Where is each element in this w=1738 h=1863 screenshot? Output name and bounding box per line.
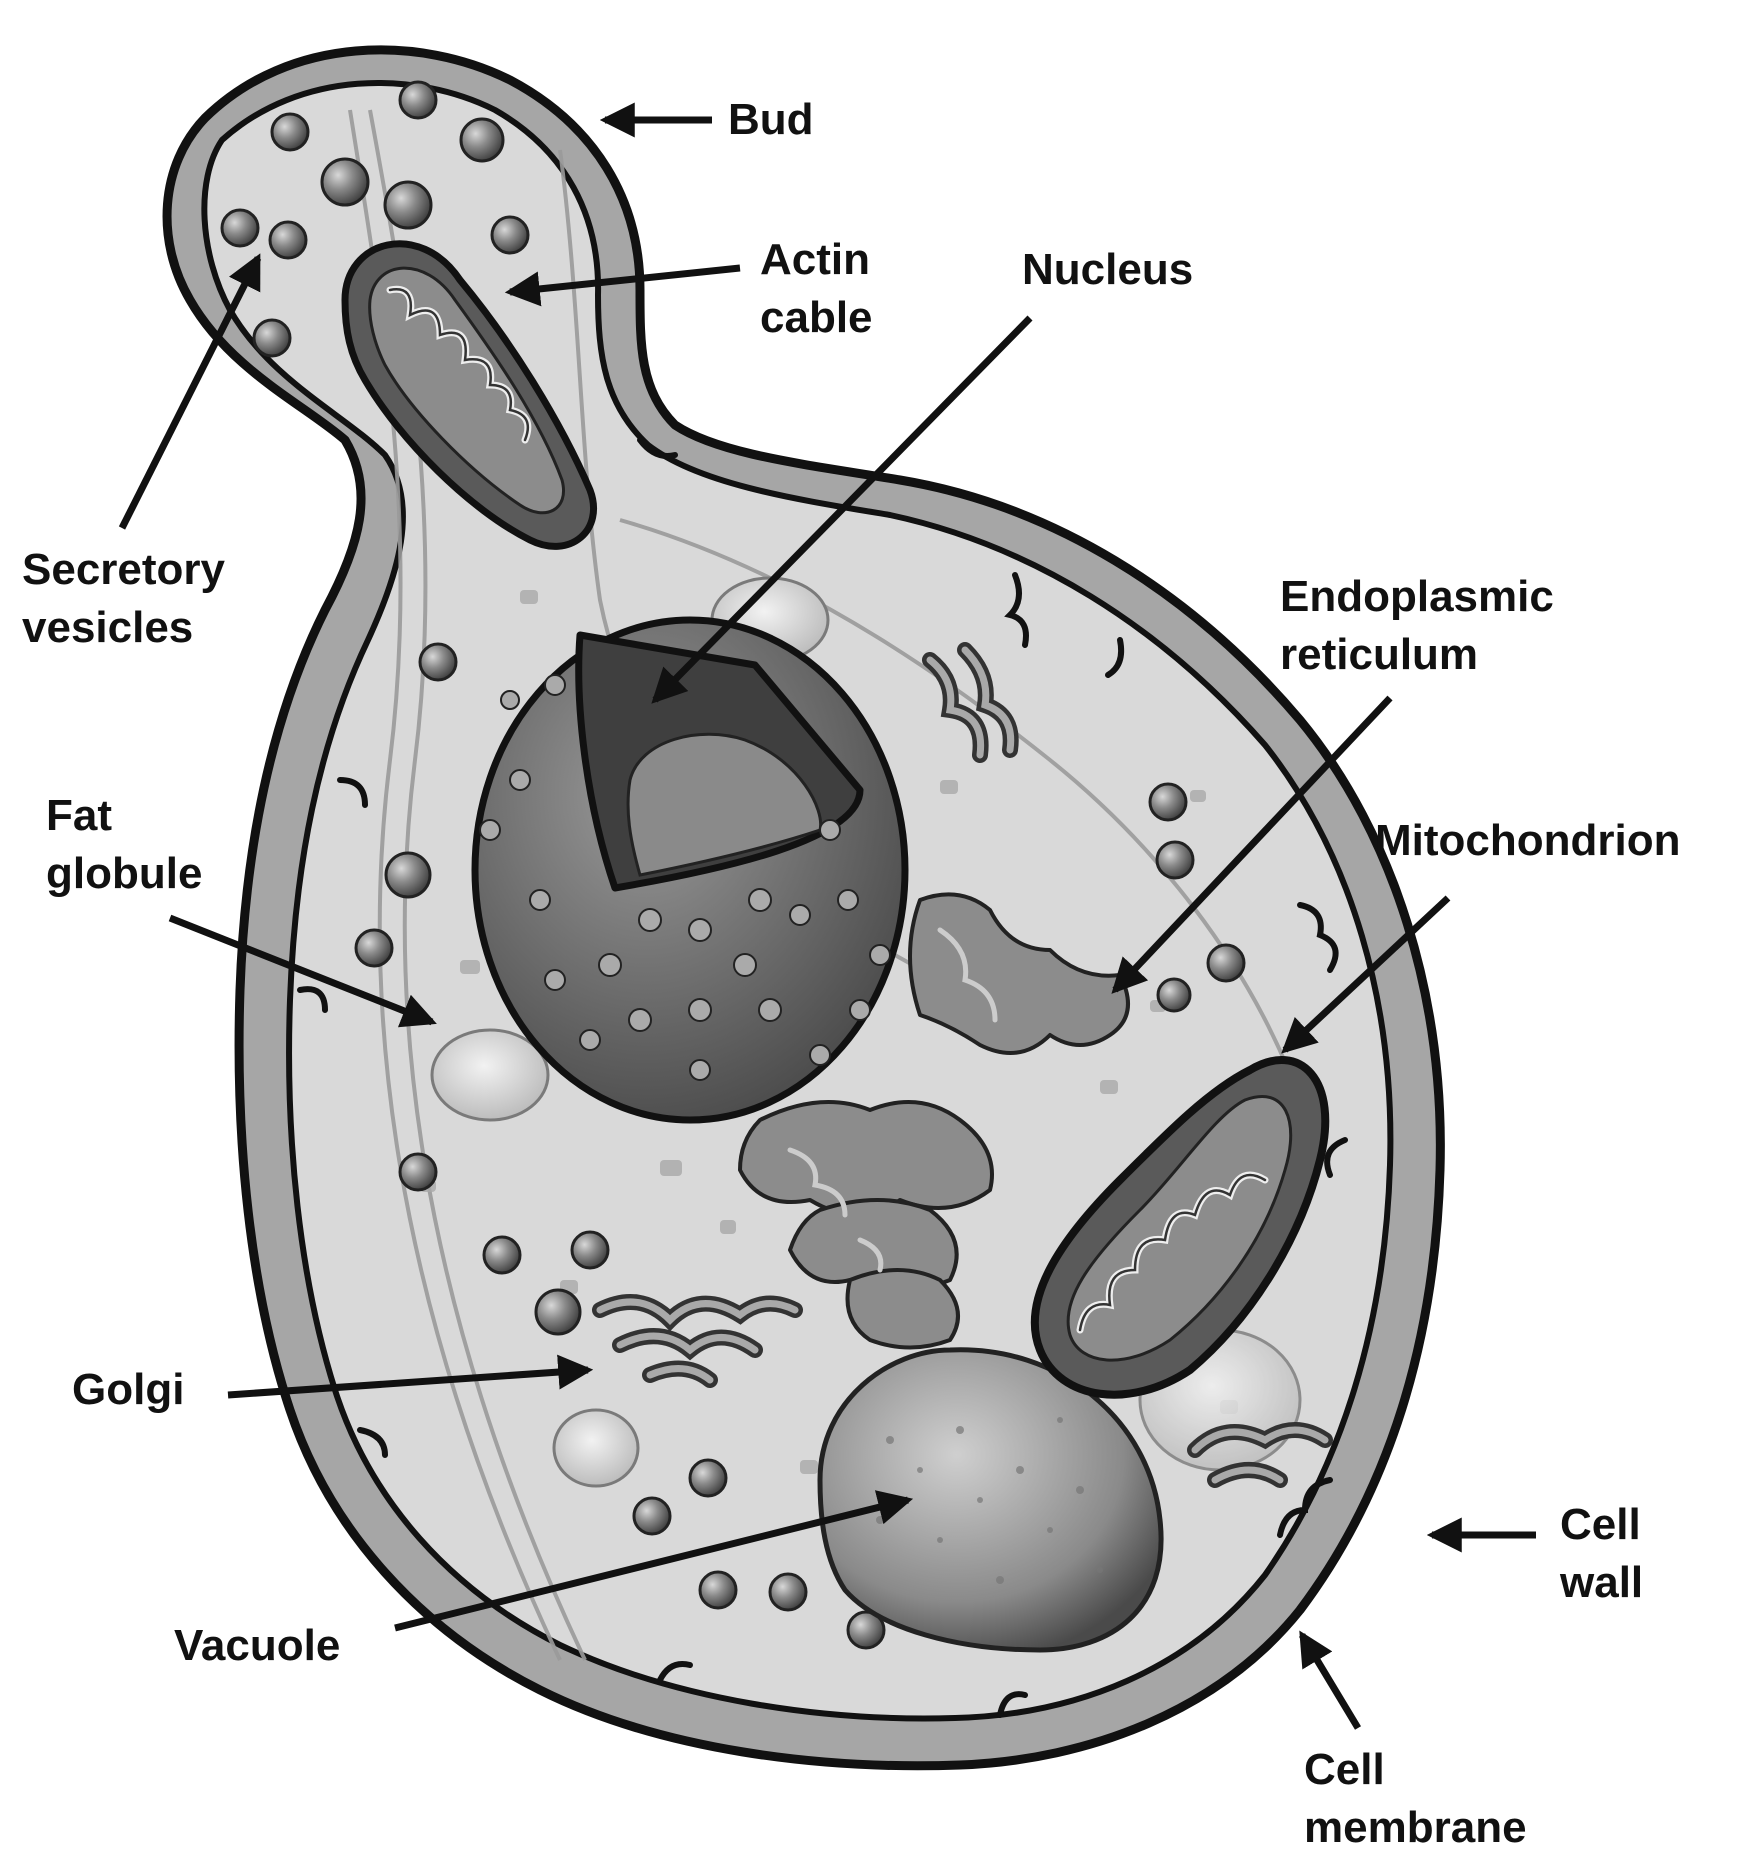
nucleus-arrow xyxy=(651,315,1033,704)
nucleus-shape xyxy=(471,616,909,1124)
label-arrows xyxy=(118,102,1536,1730)
label-bud: Bud xyxy=(728,91,814,149)
label-nucleus: Nucleus xyxy=(1022,241,1193,299)
label-secretory-vesicles-line-1: Secretory xyxy=(22,545,226,594)
fat-globule-shape xyxy=(552,1408,640,1488)
endoplasmic-reticulum-shape xyxy=(738,892,1130,1350)
mitochondrion-arrow xyxy=(1281,895,1451,1054)
label-mitochondrion-line-1: Mitochondrion xyxy=(1375,816,1681,865)
label-mitochondrion: Mitochondrion xyxy=(1375,812,1681,870)
golgi-shape xyxy=(592,642,1333,1488)
label-golgi: Golgi xyxy=(72,1361,184,1419)
label-cell-membrane-line-1: Cell xyxy=(1304,1745,1385,1794)
membrane-folds xyxy=(297,437,1348,1718)
vacuole-shape xyxy=(817,1347,1164,1653)
fat-globule-arrow xyxy=(168,914,437,1028)
fat-globule-shape xyxy=(430,1028,550,1122)
label-bud-line-1: Bud xyxy=(728,95,814,144)
label-cell-wall: Cell wall xyxy=(1560,1496,1643,1612)
label-fat-globule: Fat globule xyxy=(46,787,202,903)
label-actin-cable-line-1: Actin xyxy=(760,235,870,284)
secretory-vesicles xyxy=(220,80,1246,1650)
golgi-arrow xyxy=(227,1354,594,1399)
label-actin-cable-line-2: cable xyxy=(760,293,873,342)
label-endoplasmic-reticulum-line-1: Endoplasmic xyxy=(1280,572,1554,621)
label-golgi-line-1: Golgi xyxy=(72,1365,185,1414)
label-fat-globule-line-2: globule xyxy=(46,849,203,898)
secretory-vesicles-arrow xyxy=(118,253,262,530)
label-actin-cable: Actin cable xyxy=(760,231,873,347)
vacuole-arrow xyxy=(394,1490,914,1632)
label-cell-wall-line-2: wall xyxy=(1560,1558,1644,1607)
endoplasmic-reticulum-arrow xyxy=(1111,695,1393,994)
nuclear-pores xyxy=(479,674,891,1081)
mitochondrion-bud-shape xyxy=(341,240,598,550)
label-cell-wall-line-1: Cell xyxy=(1560,1500,1641,1549)
label-fat-globule-line-1: Fat xyxy=(46,791,112,840)
label-endoplasmic-reticulum-line-2: reticulum xyxy=(1280,630,1479,679)
label-vacuole-line-1: Vacuole xyxy=(174,1621,341,1670)
actin-cable-arrow xyxy=(504,264,741,307)
label-endoplasmic-reticulum: Endoplasmic reticulum xyxy=(1280,568,1554,684)
label-secretory-vesicles-line-2: vesicles xyxy=(22,603,194,652)
label-cell-membrane: Cell membrane xyxy=(1304,1741,1527,1857)
label-vacuole: Vacuole xyxy=(174,1617,340,1675)
er-folds xyxy=(787,927,998,1273)
label-cell-membrane-line-2: membrane xyxy=(1304,1803,1527,1852)
cell-membrane-arrow xyxy=(1299,1630,1361,1730)
label-nucleus-line-1: Nucleus xyxy=(1022,245,1194,294)
label-secretory-vesicles: Secretory vesicles xyxy=(22,541,225,657)
mitochondrion-shape xyxy=(1030,1056,1330,1399)
